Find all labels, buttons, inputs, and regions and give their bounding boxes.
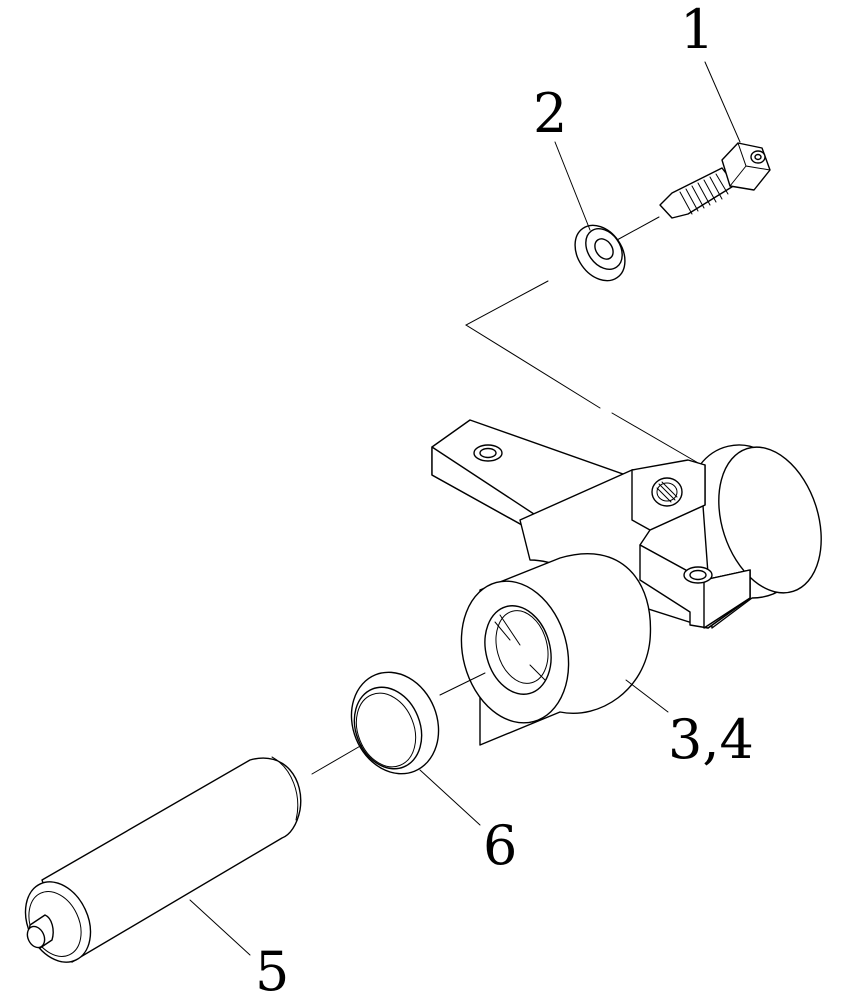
part-6-ring — [350, 671, 440, 775]
callout-3-4: 3,4 — [668, 708, 754, 771]
part-3-4-housing — [431, 419, 822, 746]
leader-line-2 — [554, 141, 591, 231]
leader-line-5 — [189, 899, 251, 956]
leader-line-3-4 — [625, 679, 669, 713]
guide-line-upper — [465, 280, 601, 409]
callout-1: 1 — [680, 0, 714, 61]
part-1-grease-fitting — [659, 142, 771, 219]
part-2-washer — [574, 224, 626, 282]
guide-line-lower — [611, 412, 713, 472]
leader-line-6 — [419, 769, 481, 826]
callout-6: 6 — [483, 814, 517, 877]
callout-5: 5 — [255, 940, 289, 1000]
callout-2: 2 — [533, 82, 567, 145]
axis-line-5-6 — [311, 744, 363, 775]
part-5-pin — [24, 756, 302, 963]
axis-line-6-3 — [439, 672, 486, 696]
leader-line-1 — [704, 61, 741, 143]
axis-line-1-2 — [616, 216, 660, 241]
